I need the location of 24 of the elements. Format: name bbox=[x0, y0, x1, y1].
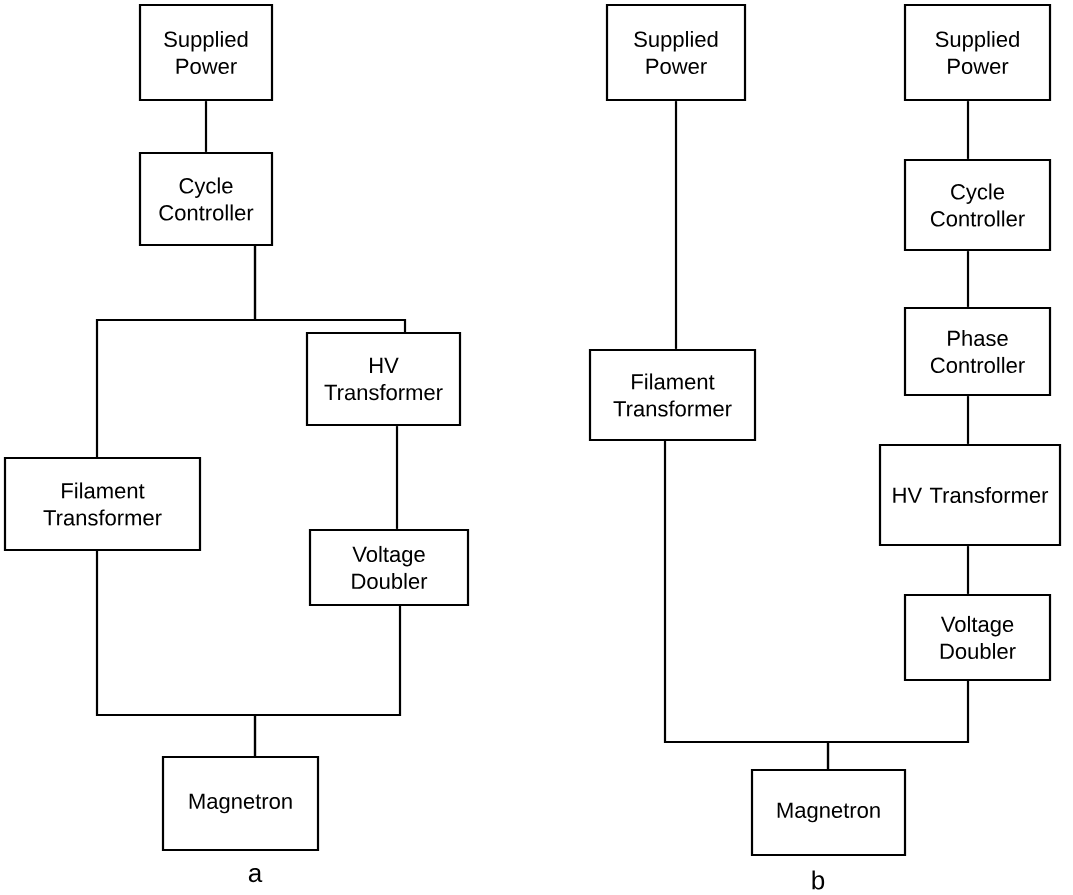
block-box: Supplied Power bbox=[605, 3, 747, 102]
connector-line bbox=[395, 426, 399, 529]
block-box: Cycle Controller bbox=[138, 151, 274, 247]
block-box: HV Transformer bbox=[305, 331, 462, 427]
connector-line bbox=[253, 606, 402, 756]
connector-line bbox=[204, 101, 208, 152]
block-box: Voltage Doubler bbox=[903, 593, 1052, 682]
connector-line bbox=[966, 546, 970, 594]
block-box: Cycle Controller bbox=[903, 158, 1052, 252]
connector-line bbox=[826, 681, 970, 769]
block-box: Voltage Doubler bbox=[308, 528, 470, 607]
block-box: Filament Transformer bbox=[588, 348, 757, 442]
connector-line bbox=[966, 101, 970, 159]
block-box: Magnetron bbox=[750, 768, 907, 857]
connector-line bbox=[966, 396, 970, 444]
block-box: Supplied Power bbox=[903, 3, 1052, 102]
connector-line bbox=[674, 101, 678, 349]
block-box: HV Transformer bbox=[878, 443, 1062, 547]
block-box: Phase Controller bbox=[903, 306, 1052, 397]
connector-line bbox=[253, 246, 407, 332]
connector-line bbox=[966, 251, 970, 307]
block-box: Supplied Power bbox=[138, 3, 274, 102]
block-box: Filament Transformer bbox=[3, 456, 202, 552]
block-box: Magnetron bbox=[161, 755, 320, 852]
